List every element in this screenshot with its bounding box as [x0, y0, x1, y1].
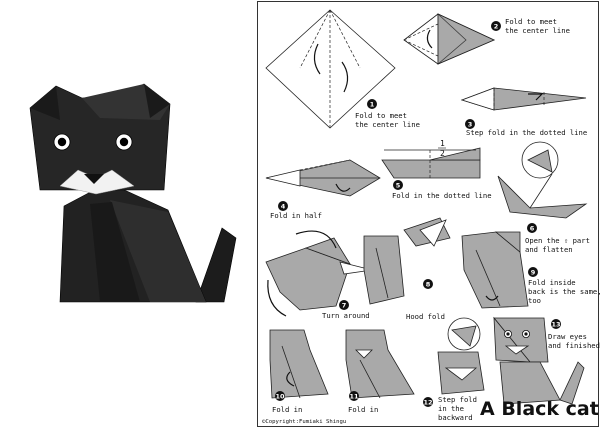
step-8-diagram — [363, 217, 451, 305]
cat-muzzle — [59, 169, 135, 195]
step-7-text-line: Turn around — [322, 311, 370, 320]
fraction-top: 1 — [440, 139, 445, 148]
step-9-badge — [528, 267, 538, 277]
cat-ear-left — [30, 86, 60, 120]
step-12-text-line: backward — [438, 413, 473, 422]
diagram-title: A Black cat — [480, 398, 599, 420]
step-10-badge — [275, 391, 285, 401]
step-5-number: 5 — [396, 181, 401, 189]
step-4-badge — [278, 201, 288, 211]
step-6-text-line: and flatten — [525, 245, 573, 254]
step-3-diagram — [460, 87, 587, 111]
step-11-number: 11 — [349, 392, 359, 400]
cat-tail — [195, 227, 237, 303]
step-4-number: 4 — [281, 202, 286, 210]
step-13-diagram — [493, 316, 585, 405]
cat-eye-right — [115, 133, 133, 151]
step-4-diagram — [265, 159, 381, 197]
step-5-text-line: Fold in the dotted line — [392, 191, 492, 200]
step-12-diagram — [437, 317, 485, 395]
step-10-diagram — [269, 329, 329, 399]
step-13-badge — [551, 319, 561, 329]
step-7-number: 7 — [342, 301, 347, 309]
step-5-badge — [393, 180, 403, 190]
step-6-number: 6 — [530, 224, 535, 232]
step-4-text-line: Fold in half — [270, 211, 322, 220]
step-1-text-line: the center line — [355, 120, 420, 129]
step-12-text-line: Step fold — [438, 395, 477, 404]
fraction-marker: 1 2 — [438, 139, 446, 158]
step-13-number: 13 — [551, 320, 560, 328]
finished-cat-photo — [29, 83, 237, 303]
step-2-text-line: Fold to meet — [505, 17, 557, 26]
step-2-diagram — [403, 13, 495, 65]
cat-body-fold — [90, 202, 140, 302]
step-1-number: 1 — [370, 100, 375, 108]
step-9-text-line: back is the same, — [528, 287, 600, 296]
step-10-text-line: Fold in — [272, 405, 302, 414]
step-3-badge — [465, 119, 475, 129]
step-6-badge — [527, 223, 537, 233]
step-13-text-line: and finished — [548, 341, 600, 350]
step-6-diagram — [497, 141, 588, 219]
step-1-text-line: Fold to meet — [355, 111, 407, 120]
step-11-text-line: Fold in — [348, 405, 378, 414]
step-3-number: 3 — [468, 120, 473, 128]
step-9-number: 9 — [531, 268, 536, 276]
cat-nose — [84, 174, 104, 184]
step-2-badge — [491, 21, 501, 31]
step-7-diagram — [265, 230, 373, 317]
step-11-badge — [349, 391, 359, 401]
step-2-number: 2 — [494, 22, 499, 30]
cat-ear-right — [144, 84, 170, 118]
step-2-text-line: the center line — [505, 26, 570, 35]
step-1-badge — [367, 99, 377, 109]
step-9-diagram — [461, 231, 529, 309]
step-13-text-line: Draw eyes — [548, 332, 587, 341]
step-3-text-line: Step fold in the dotted line — [466, 128, 587, 137]
step-10-number: 10 — [275, 392, 285, 400]
cat-body-shade — [110, 200, 206, 302]
step-5-diagram — [381, 147, 481, 180]
step-12-text-line: in the — [438, 404, 464, 413]
step-8-badge — [423, 279, 433, 289]
step-11-diagram — [345, 329, 415, 399]
cat-eye-left — [53, 133, 71, 151]
step-12-number: 12 — [423, 398, 432, 406]
step-9-text-line: Fold inside — [528, 278, 576, 287]
step-6-text-line: Open the ⇧ part — [525, 236, 590, 245]
step-1-diagram — [265, 9, 396, 129]
fraction-bottom: 2 — [440, 149, 445, 158]
step-8-number: 8 — [426, 280, 431, 288]
copyright-text: ©Copyright:Fumiaki Shingu — [262, 419, 346, 425]
step-8-text-line: Hood fold — [406, 312, 445, 321]
step-12-badge — [423, 397, 433, 407]
step-7-badge — [339, 300, 349, 310]
step-9-text-line: too — [528, 296, 541, 305]
